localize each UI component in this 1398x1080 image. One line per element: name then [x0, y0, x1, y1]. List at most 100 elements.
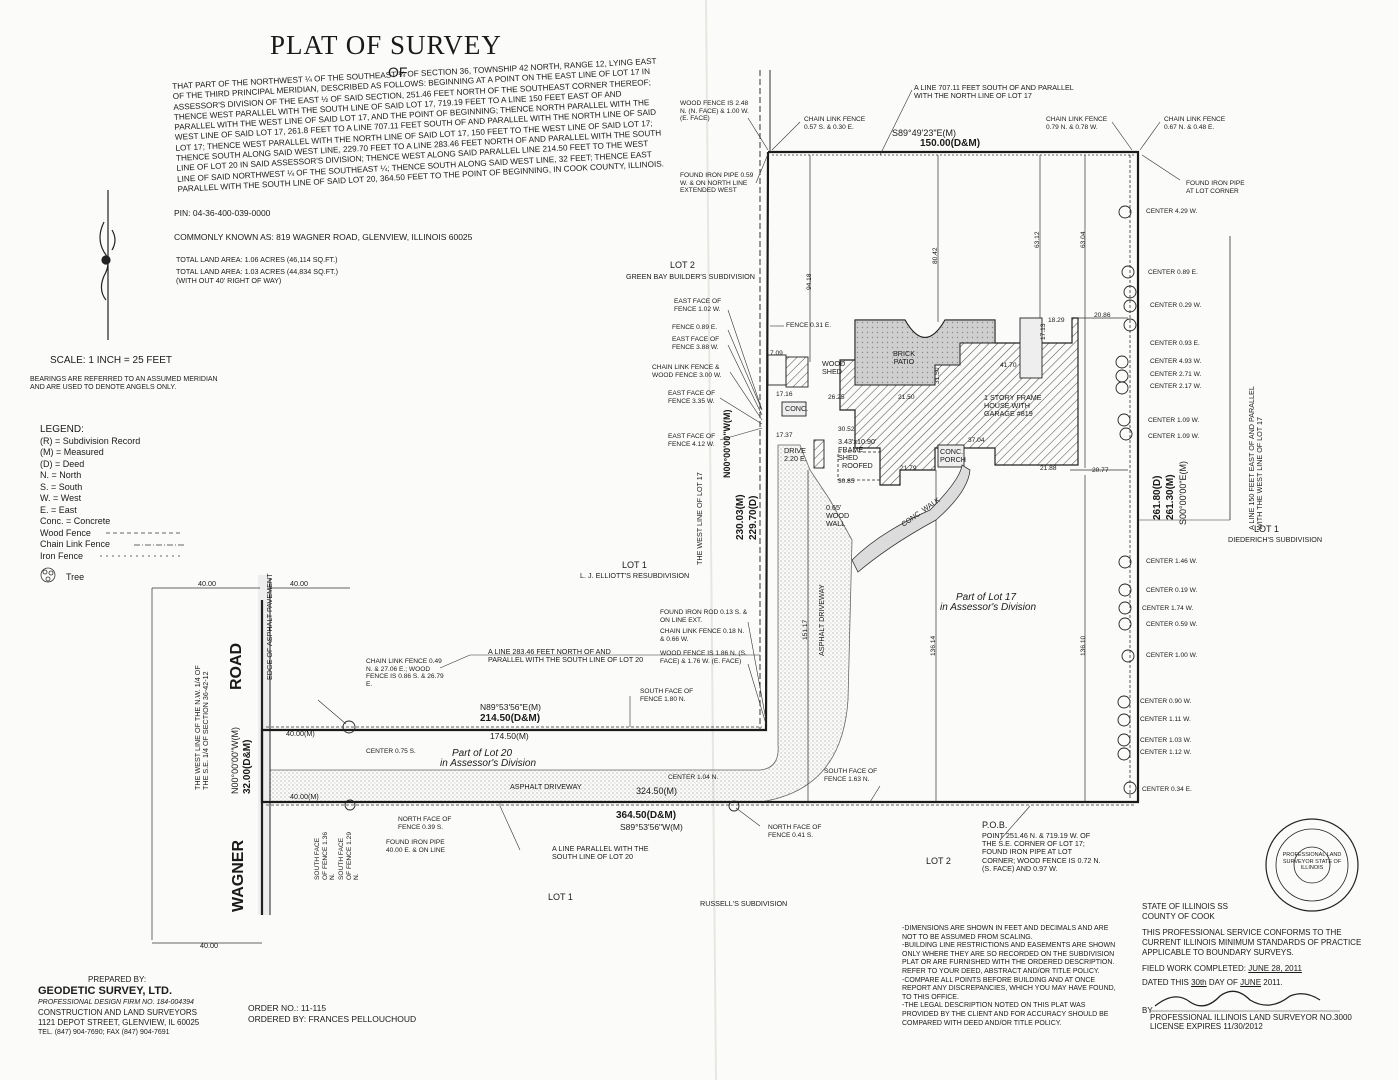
west-line-lot17-label: THE WEST LINE OF LOT 17 [695, 472, 704, 565]
cert-day-of: DAY OF [1208, 978, 1238, 987]
surveyor-seal [1265, 818, 1359, 912]
dim-label: 18.29 [1048, 317, 1065, 324]
east-bearing: S00°00'00"E(M) [1178, 460, 1188, 525]
dim-label: 151.17 [802, 619, 809, 640]
tree-center: CENTER 0.59 W. [1146, 621, 1198, 628]
frame-shed [813, 439, 825, 469]
legend-item: E. = East [40, 504, 77, 515]
annotation: EAST FACE OF FENCE 3.35 W. [668, 390, 716, 405]
legend-item: (R) = Subdivision Record [40, 435, 141, 446]
annotation: CHAIN LINK FENCE & WOOD FENCE 3.00 W. [652, 364, 722, 379]
mid-bearing: N89°53'56"E(M) [480, 702, 541, 712]
wood-wall-label: 0.65' WOOD WALL [826, 503, 850, 529]
tree-center: CENTER 0.34 E. [1142, 786, 1192, 793]
annotation: FOUND IRON PIPE AT LOT CORNER [1186, 180, 1245, 195]
tree-center: CENTER 1.11 W. [1140, 716, 1191, 723]
west-line-nw-label: THE WEST LINE OF THE N.W. 1/4 OF THE S.E… [193, 665, 211, 790]
order-block: ORDER NO.: 11-115 ORDERED BY: FRANCES PE… [248, 1003, 416, 1025]
dim-label: 7.09 [770, 350, 783, 357]
cert-state: STATE OF ILLINOIS [1142, 902, 1216, 911]
road-name-wagner: WAGNER [230, 840, 247, 912]
firm-address: 1121 DEPOT STREET, GLENVIEW, IL 60025 [38, 1018, 200, 1027]
dimension-lines [152, 155, 1128, 944]
tree-center: CENTER 4.93 W. [1150, 358, 1202, 365]
dim-label: 20.77 [1092, 467, 1109, 474]
legend-item: (D) = Deed [40, 458, 85, 469]
assessors-division-17: in Assessor's Division [940, 602, 1037, 613]
edge-asphalt-label: EDGE OF ASPHALT PAVEMENT [265, 573, 274, 680]
common-address: COMMONLY KNOWN AS: 819 WAGNER ROAD, GLEN… [174, 232, 473, 242]
wagner-bearing: N00°00'00"W(M) [230, 726, 240, 794]
roofed-area [837, 451, 881, 481]
survey-notes: -DIMENSIONS ARE SHOWN IN FEET AND DECIMA… [902, 925, 1122, 1028]
wood-shed-label: WOOD SHED [822, 359, 846, 377]
annotation: CHAIN LINK FENCE 0.18 N. & 0.66 W. [660, 628, 745, 643]
legend-item: S. = South [40, 481, 83, 492]
legend-item: W. = West [40, 493, 82, 503]
annotation: SOUTH FACE OF FENCE 1.29 N. [338, 831, 361, 880]
dim-label: 26.25 [828, 394, 845, 401]
line-150-east-label: A LINE 150 FEET EAST OF AND PARALLEL WIT… [1247, 386, 1265, 530]
leader-lines [317, 89, 1230, 851]
elliott-resubdivision: L. J. ELLIOTT'S RESUBDIVISION [580, 571, 690, 580]
legend-wood-fence: Wood Fence [40, 527, 91, 538]
firm-number: PROFESSIONAL DESIGN FIRM NO. 184-004394 [38, 999, 194, 1006]
asphalt-driveway-label: ASPHALT DRIVEWAY [510, 782, 582, 791]
cert-ss: SS [1217, 902, 1228, 911]
pob-description: POINT 251.46 N. & 719.19 W. OF THE S.E. … [982, 831, 1101, 873]
legend-tree: Tree [66, 572, 85, 582]
conc-slab-north [1019, 317, 1043, 379]
tree-center: CENTER 0.90 W. [1140, 698, 1192, 705]
annotation: FOUND IRON ROD 0.13 S. & ON LINE EXT. [660, 609, 748, 624]
annotation: EAST FACE OF FENCE 3.88 W. [672, 336, 720, 351]
part-lot17: Part of Lot 17 [956, 592, 1017, 603]
dim-label: 94.18 [806, 273, 813, 290]
dim-label: 21.79 [900, 465, 917, 472]
north-line-bearing: S89°49'23"E(M) [892, 128, 957, 138]
tree-center: CENTER 1.74 W. [1142, 605, 1194, 612]
annotation: NORTH FACE OF FENCE 0.41 S. [768, 824, 822, 839]
tree-center: CENTER 2.17 W. [1150, 383, 1202, 390]
title-of: OF [388, 64, 408, 80]
preparer-block: PREPARED BY: GEODETIC SURVEY, LTD. PROFE… [38, 975, 199, 1038]
south-line-bearing: S89°53'56"W(M) [620, 822, 683, 832]
dim-label: 136.14 [930, 635, 937, 656]
dim-label: 80.42 [932, 247, 939, 264]
tree-center: CENTER 1.12 W. [1140, 749, 1192, 756]
dim-label: 63.12 [1034, 231, 1041, 248]
dim-label: 17.13 [1040, 323, 1047, 340]
south-line-inner: 324.50(M) [636, 786, 678, 796]
asphalt-driveway-area [269, 444, 853, 803]
wagner-distance: 32.00(D&M) [242, 739, 253, 794]
tree-center: CENTER 0.19 W. [1146, 587, 1198, 594]
annotation: SOUTH FACE OF FENCE 1.36 N. [314, 831, 337, 880]
annotation: EAST FACE OF FENCE 1.02 W. [674, 298, 722, 313]
wood-shed [785, 356, 809, 388]
dim-label: 30.52 [838, 426, 855, 433]
annotation: WOOD FENCE IS 1.86 N. (S. FACE) & 1.76 W… [660, 650, 747, 665]
land-area-1: TOTAL LAND AREA: 1.06 ACRES (46,114 SQ.F… [176, 255, 338, 264]
legend-iron-fence: Iron Fence [40, 550, 84, 561]
conc-pad [781, 401, 807, 417]
legend-item: (M) = Measured [40, 447, 104, 457]
dim-label: 41.70 [1000, 362, 1017, 369]
dim-label: 37.04 [968, 437, 985, 444]
dim-label: 17.16 [776, 391, 793, 398]
land-area-note: (WITH OUT 40' RIGHT OF WAY) [176, 276, 282, 285]
cert-year: 2011. [1263, 978, 1283, 987]
page-title: PLAT OF SURVEY [270, 30, 502, 60]
dim-label: 17.37 [776, 432, 793, 439]
annotation: EAST FACE OF FENCE 4.12 W. [668, 433, 716, 448]
trees [342, 205, 1137, 812]
part-lot20: Part of Lot 20 [452, 748, 513, 759]
dim-label: 31.50 [934, 367, 941, 384]
concrete-walk [851, 464, 971, 573]
firm-phone: TEL. (847) 904-7690; FAX (847) 904-7691 [38, 1029, 170, 1036]
cert-day: 30th [1191, 978, 1207, 987]
firm-type: CONSTRUCTION AND LAND SURVEYORS [38, 1008, 197, 1017]
legend-heading: LEGEND: [40, 424, 84, 435]
tree-center: CENTER 1.00 W. [1146, 652, 1198, 659]
drive-label: DRIVE 2.20 E. [784, 446, 807, 464]
assessors-division-20: in Assessor's Division [440, 758, 537, 769]
legend-item: N. = North [40, 470, 82, 480]
